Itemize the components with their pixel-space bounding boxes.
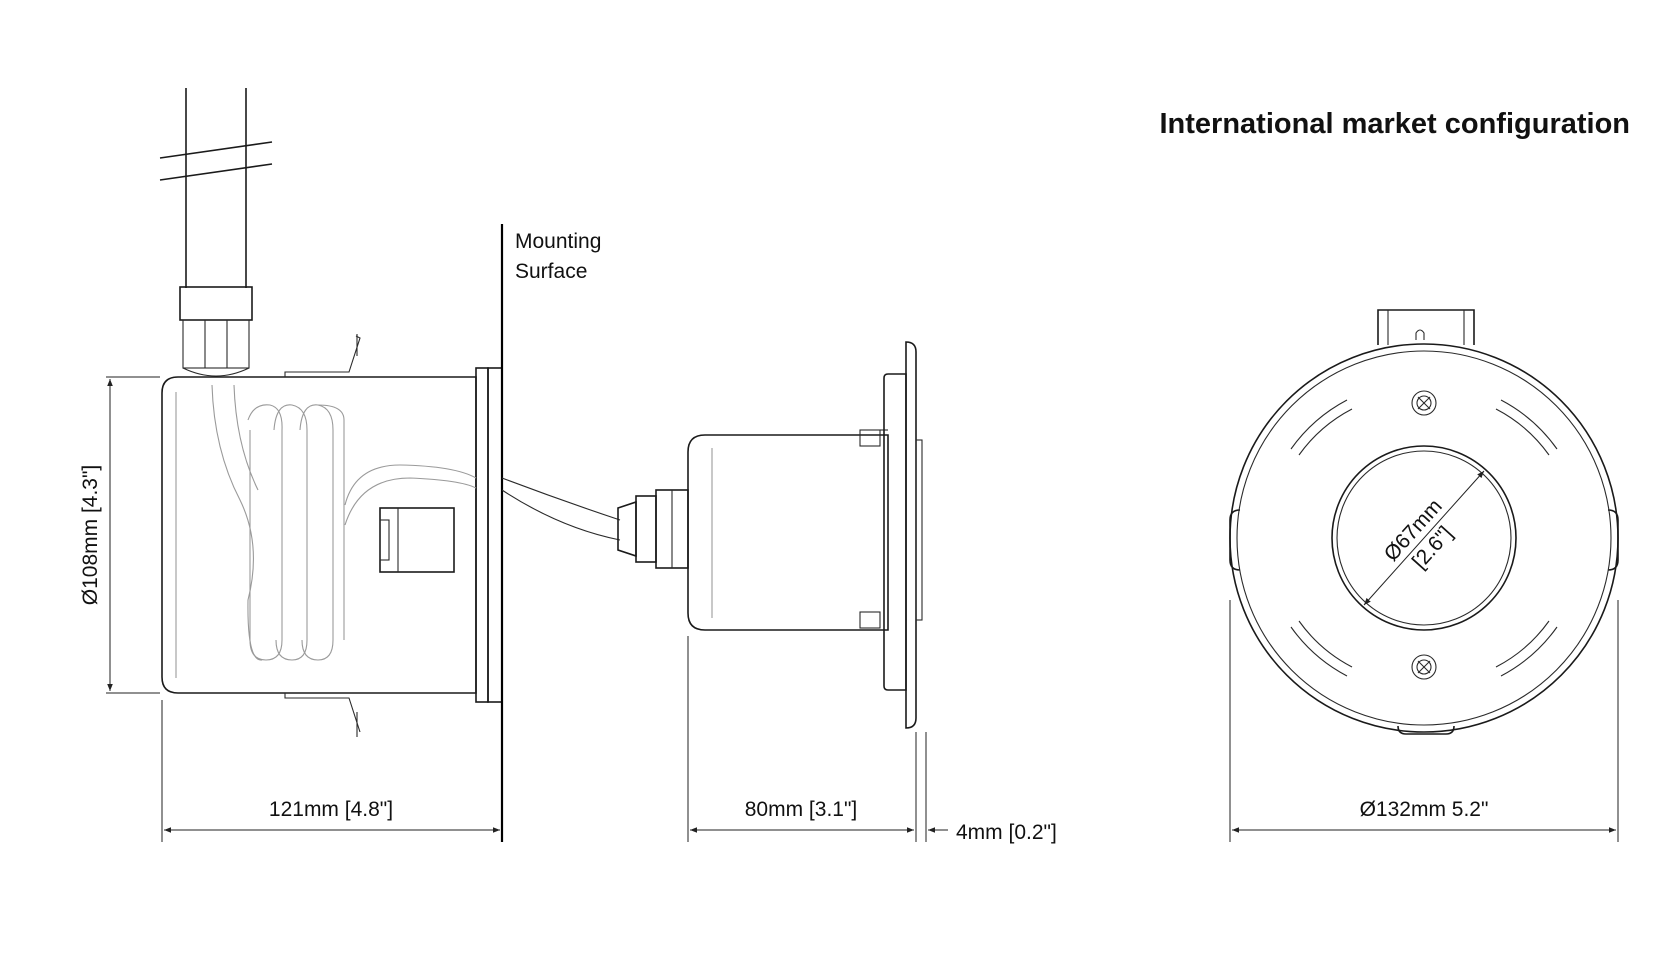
cable-break-mark-1 — [159, 141, 273, 159]
front-aperture-inner — [1336, 450, 1512, 626]
dimension-label: 80mm [3.1"] — [745, 798, 858, 821]
front-top-tab — [1377, 309, 1475, 345]
fixture-front-view: Ø67mm [2.6"] — [1229, 309, 1619, 735]
front-vent-slot — [1495, 620, 1550, 668]
housing-ring-inner — [475, 367, 489, 703]
housing-side-view — [159, 88, 503, 737]
fixture-screw-top — [859, 429, 881, 447]
coiled-cable — [211, 384, 477, 661]
front-outer-rim — [1229, 343, 1619, 733]
front-screw-top — [1411, 390, 1437, 416]
fixture-lens — [915, 439, 923, 621]
gland-base — [182, 367, 250, 377]
front-vent-slot — [1500, 626, 1558, 677]
dimension-label: Ø108mm [4.3"] — [79, 465, 102, 606]
terminal-block-tab — [379, 519, 390, 561]
housing-ring-outer — [487, 367, 503, 703]
cable-gland-nut — [179, 286, 253, 321]
dimension-label: 4mm [0.2"] — [956, 821, 1057, 844]
front-rim-inner — [1236, 350, 1612, 726]
front-vent-slot — [1495, 408, 1550, 456]
front-vent-slot — [1290, 626, 1348, 677]
housing-body — [161, 376, 477, 694]
mounting-surface-label-line1: Mounting — [515, 230, 601, 253]
spring-clip-bottom — [284, 693, 361, 733]
fixture-gland-nut — [635, 495, 657, 563]
fixture-screw-bottom — [859, 611, 881, 629]
dimension-label: 121mm [4.8"] — [269, 798, 393, 821]
fixture-flange-back — [883, 373, 907, 691]
front-vent-slot — [1500, 399, 1558, 450]
front-top-tab-clip — [1415, 329, 1425, 340]
dimension-diameter-108: Ø108mm [4.3"] — [79, 376, 160, 694]
aperture-dimension-line — [1363, 470, 1485, 606]
spring-clip-top — [284, 335, 361, 377]
terminal-block — [379, 507, 455, 573]
fixture-gland-tip — [617, 500, 637, 558]
connecting-cable-bottom — [501, 489, 621, 541]
dimension-label: Ø132mm 5.2" — [1360, 798, 1489, 821]
front-screw-bottom — [1411, 654, 1437, 680]
cable-break-mark-2 — [159, 163, 273, 181]
front-vent-slot — [1298, 408, 1353, 456]
front-vent-slot — [1290, 399, 1348, 450]
dimension-flange-4: 4mm [0.2"] — [925, 732, 1057, 844]
fixture-flange-front — [905, 341, 917, 729]
connecting-cable-top — [501, 477, 621, 521]
dimension-depth-121: 121mm [4.8"] — [161, 700, 500, 842]
fixture-body — [687, 434, 889, 631]
fixture-side-view — [617, 341, 923, 729]
front-aperture — [1331, 445, 1517, 631]
front-vent-slot — [1298, 620, 1353, 668]
diagram-title: International market configuration — [1160, 108, 1631, 140]
cable-gland-body — [182, 319, 250, 369]
dimension-depth-80: 80mm [3.1"] — [687, 636, 917, 842]
mounting-surface-label-line2: Surface — [515, 260, 587, 283]
dimension-diameter-132: Ø132mm 5.2" — [1229, 600, 1619, 842]
